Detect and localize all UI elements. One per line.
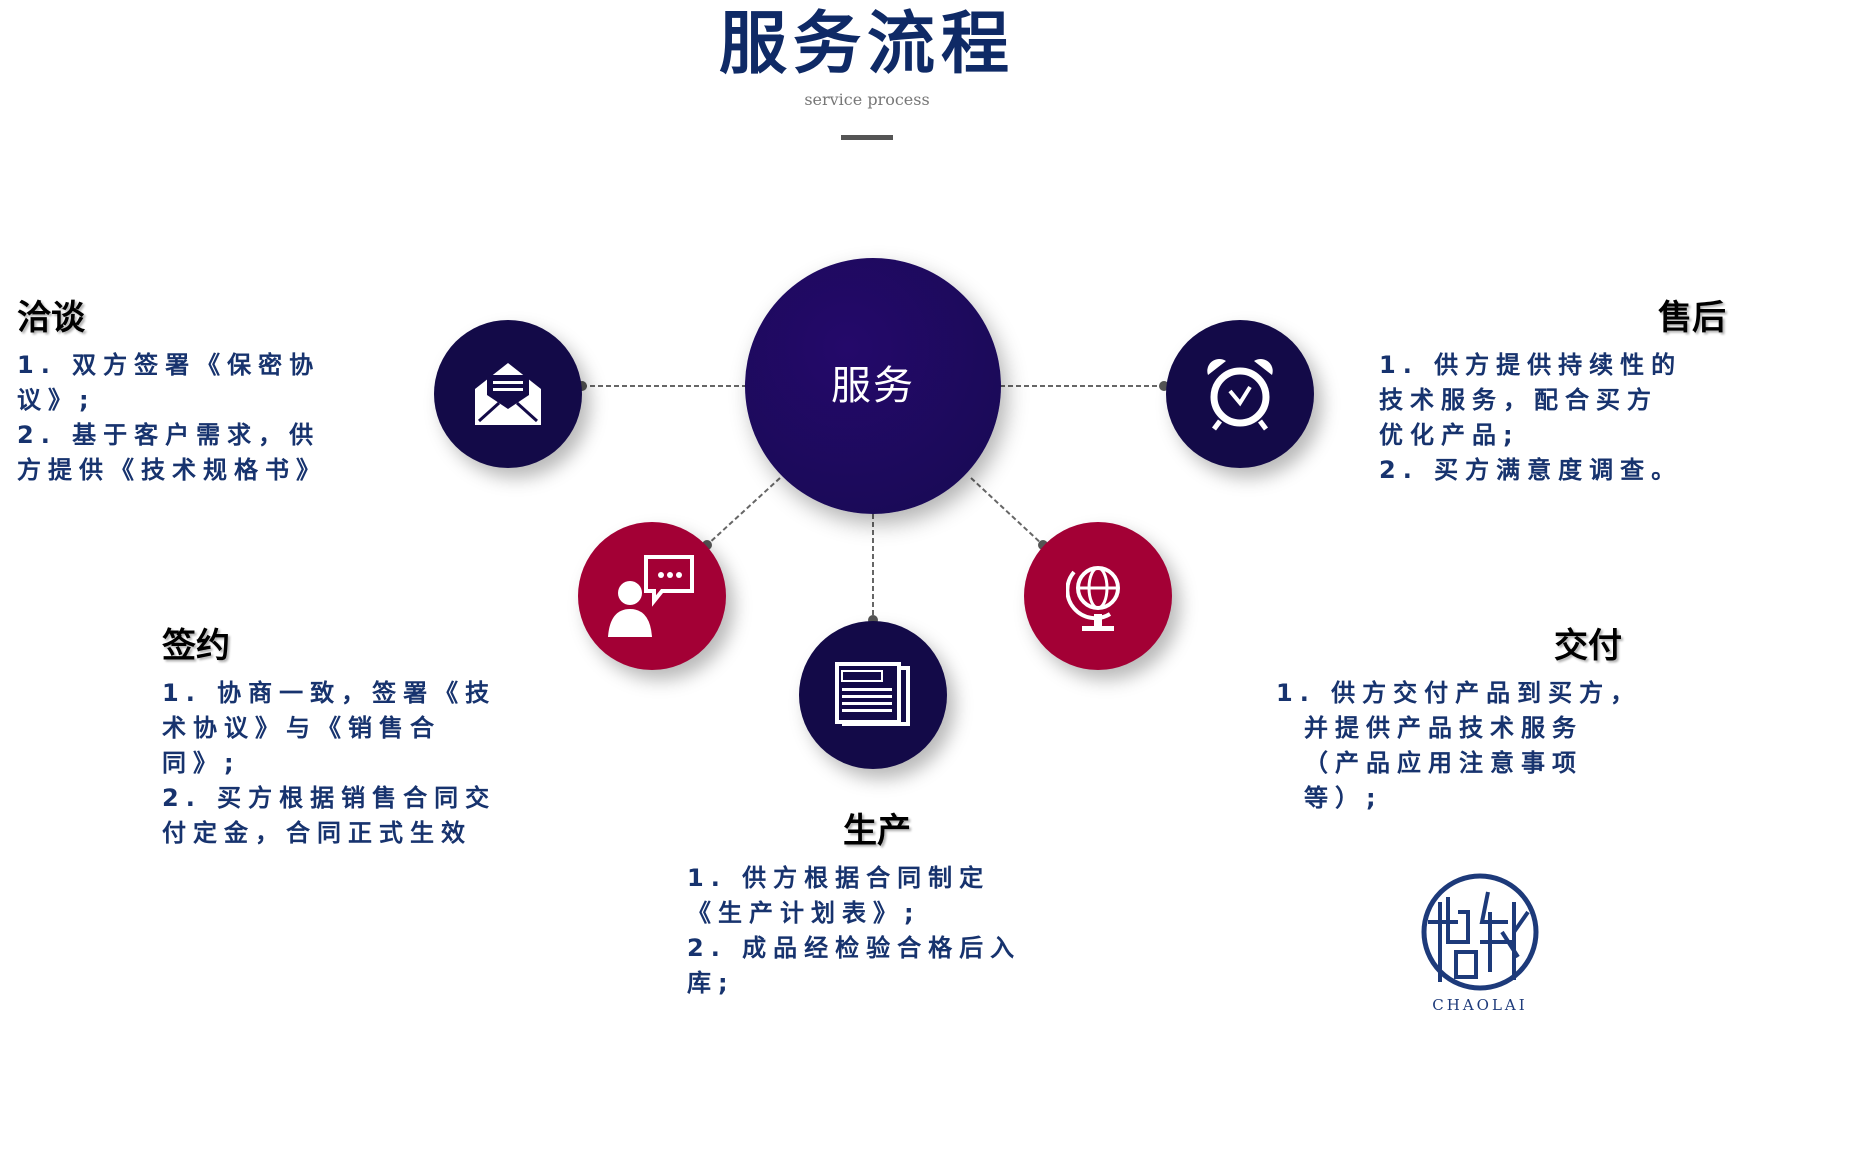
chaolai-logo	[1421, 873, 1539, 991]
body-line: 1. 双方签署《保密协	[17, 351, 321, 379]
body-line: 同》;	[162, 749, 241, 777]
body-line: 术协议》与《销售合	[162, 714, 441, 742]
body-line: 方提供《技术规格书》	[17, 456, 327, 484]
title-divider	[841, 135, 893, 140]
body-line: 2. 买方根据销售合同交	[162, 784, 497, 812]
body-line: 1. 供方交付产品到买方，	[1276, 679, 1642, 707]
body-line: 2. 成品经检验合格后入	[687, 934, 1022, 962]
step-title-sign: 签约	[162, 626, 230, 666]
deliver-node	[1024, 522, 1172, 670]
body-line: （产品应用注意事项	[1304, 749, 1583, 777]
step-title-deliver: 交付	[1554, 626, 1622, 666]
logo-name: CHAOLAI	[1432, 996, 1528, 1014]
body-line: 《生产计划表》;	[687, 899, 921, 927]
aftersale-node	[1166, 320, 1314, 468]
news-label-mark	[841, 670, 883, 682]
step-title-aftersale: 售后	[1658, 298, 1726, 338]
body-line: 2. 买方满意度调查。	[1379, 456, 1683, 484]
chat-person-icon	[608, 555, 694, 637]
alarm-clock-icon	[1207, 358, 1273, 431]
step-title-negotiate: 洽谈	[17, 298, 85, 338]
page-subtitle: service process	[804, 90, 930, 109]
newspaper-icon	[835, 662, 910, 726]
step-body-sign: 1. 协商一致，签署《技 术协议》与《销售合 同》; 2. 买方根据销售合同交 …	[162, 676, 496, 851]
envelope-icon	[475, 363, 541, 425]
negotiate-node	[434, 320, 582, 468]
sign-node	[578, 522, 726, 670]
body-line: 等）;	[1304, 784, 1383, 812]
body-line: 1. 协商一致，签署《技	[162, 679, 497, 707]
body-line: 付定金，合同正式生效	[162, 819, 472, 847]
center-label: 服务	[831, 363, 915, 409]
body-line: 技术服务，配合买方	[1379, 386, 1658, 414]
body-line: 库;	[687, 969, 735, 997]
body-line: 优化产品;	[1379, 421, 1520, 449]
step-body-deliver: 1. 供方交付产品到买方， 并提供产品技术服务 （产品应用注意事项 等）;	[1276, 676, 1641, 816]
page-title: 服务流程	[718, 5, 1015, 84]
step-body-aftersale: 1. 供方提供持续性的 技术服务，配合买方 优化产品; 2. 买方满意度调查。	[1379, 348, 1682, 488]
globe-icon	[1066, 566, 1120, 631]
body-line: 2. 基于客户需求，供	[17, 421, 321, 449]
step-body-produce: 1. 供方根据合同制定 《生产计划表》; 2. 成品经检验合格后入 库;	[687, 861, 1021, 1001]
connector-deliver	[970, 477, 1044, 546]
body-line: 议》;	[17, 386, 96, 414]
produce-node	[799, 621, 947, 769]
center-service-node: 服务	[745, 258, 1001, 514]
body-line: 1. 供方提供持续性的	[1379, 351, 1683, 379]
connector-sign	[706, 477, 781, 546]
step-body-negotiate: 1. 双方签署《保密协 议》; 2. 基于客户需求，供 方提供《技术规格书》	[17, 348, 327, 488]
body-line: 并提供产品技术服务	[1304, 714, 1583, 742]
body-line: 1. 供方根据合同制定	[687, 864, 991, 892]
step-title-produce: 生产	[843, 811, 911, 851]
